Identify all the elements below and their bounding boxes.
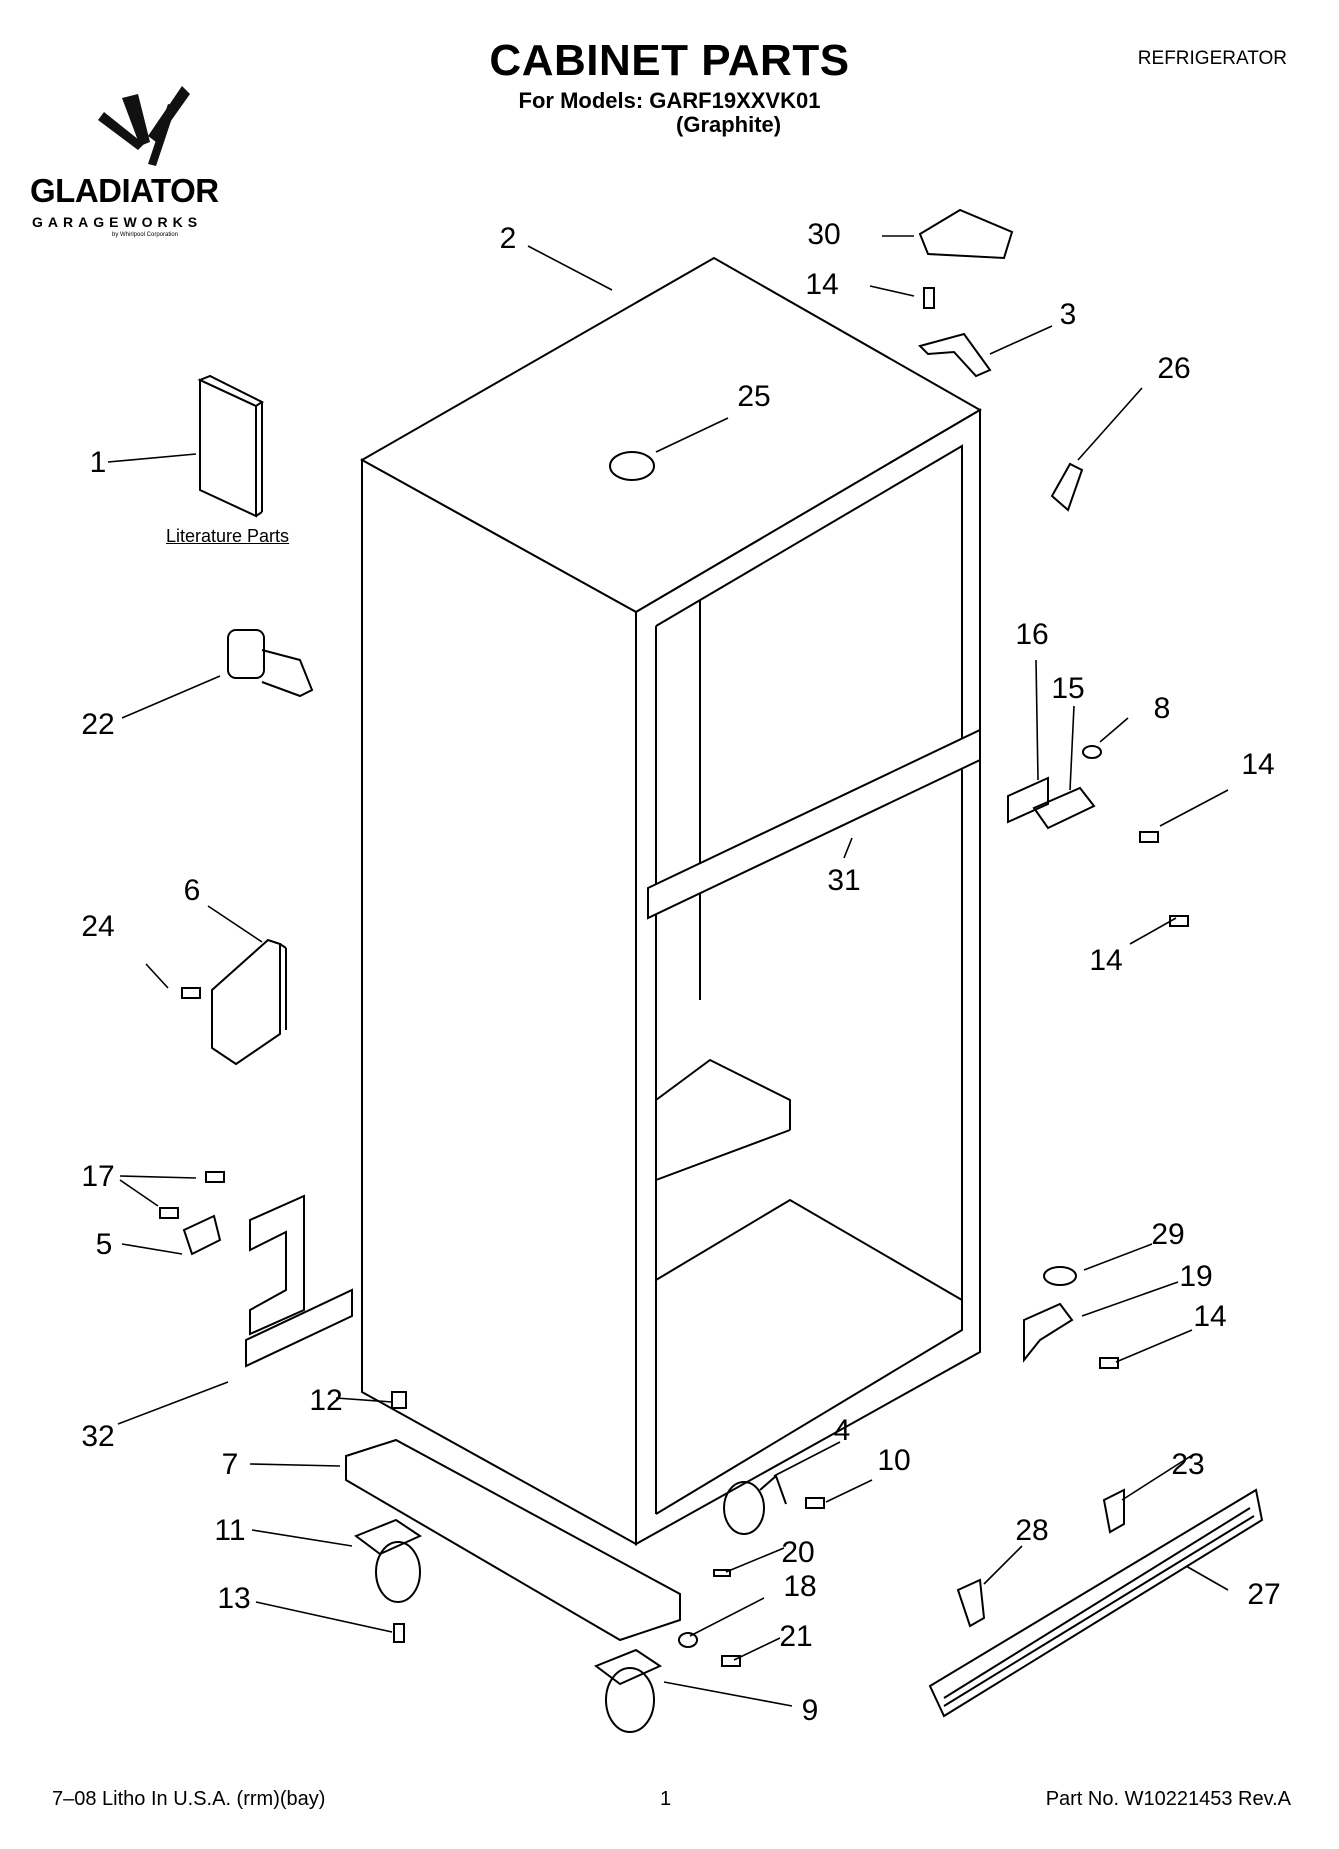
part-32-hinge: [245, 1194, 353, 1368]
callout-1: 1: [90, 446, 107, 479]
part-23-clip: [1102, 1488, 1125, 1534]
part-16-plate: [1007, 776, 1049, 824]
part-28-clip: [956, 1578, 986, 1628]
brand-corp: by Whirlpool Corporation: [112, 232, 179, 238]
callout-25: 25: [737, 380, 770, 413]
part-3-hinge: [918, 332, 992, 378]
part-11-caster: [353, 1518, 423, 1603]
callout-17: 17: [81, 1160, 114, 1193]
literature-parts-label: Literature Parts: [166, 526, 290, 546]
callout-18: 18: [783, 1570, 816, 1603]
callout-14c: 14: [1089, 944, 1122, 977]
models-line: For Models: GARF19XXVK01: [518, 88, 821, 113]
callout-3: 3: [1060, 298, 1077, 331]
callout-32: 32: [81, 1420, 114, 1453]
part-5-clip: [182, 1214, 222, 1256]
footer-litho: 7–08 Litho In U.S.A. (rrm)(bay): [52, 1788, 326, 1810]
part-8-washer: [1082, 745, 1102, 759]
callout-29: 29: [1151, 1218, 1184, 1251]
part-27-grille: [928, 1488, 1264, 1718]
callout-6: 6: [184, 874, 201, 907]
callout-24: 24: [81, 910, 114, 943]
part-19-hinge: [1023, 1302, 1074, 1363]
callout-5: 5: [96, 1228, 113, 1261]
callout-4: 4: [834, 1414, 851, 1447]
callout-14d: 14: [1193, 1300, 1226, 1333]
page-title: CABINET PARTS: [489, 36, 850, 85]
callout-26: 26: [1157, 352, 1190, 385]
callout-19: 19: [1179, 1260, 1212, 1293]
part-29-washer: [1043, 1266, 1077, 1286]
callout-8: 8: [1154, 692, 1171, 725]
callout-numbers: 1 2 3 4 5 6 7 8 9 10 11 12 13 14 14 14 1…: [81, 218, 1280, 1727]
literature-booklet: [197, 374, 264, 518]
brand-tagline: GARAGEWORKS: [32, 214, 203, 230]
part-9-caster: [593, 1648, 663, 1733]
callout-22: 22: [81, 708, 114, 741]
part-6-cover: [211, 938, 287, 1066]
callout-10: 10: [877, 1444, 910, 1477]
callout-16: 16: [1015, 618, 1048, 651]
leader-lines: [107, 235, 1229, 1707]
callout-27: 27: [1247, 1578, 1280, 1611]
footer-page-number: 1: [660, 1788, 672, 1810]
callout-7: 7: [222, 1448, 239, 1481]
brand-name: GLADIATOR: [30, 172, 219, 209]
part-7-rail: [345, 1438, 681, 1642]
footer-part-number: Part No. W10221453 Rev.A: [1045, 1788, 1291, 1810]
callout-23: 23: [1171, 1448, 1204, 1481]
cabinet-shell: [359, 256, 982, 1546]
callout-20: 20: [781, 1536, 814, 1569]
part-4-caster: [723, 1474, 787, 1535]
gladiator-logo-icon: [98, 86, 190, 166]
callout-13: 13: [217, 1582, 250, 1615]
category-label: REFRIGERATOR: [1137, 48, 1287, 69]
callout-9: 9: [802, 1694, 819, 1727]
callout-12: 12: [309, 1384, 342, 1417]
callout-11: 11: [214, 1514, 245, 1547]
color-line: (Graphite): [676, 112, 782, 137]
part-25-plug: [609, 451, 655, 481]
part-15-hinge: [1032, 786, 1096, 830]
callout-31: 31: [827, 864, 860, 897]
callout-21: 21: [779, 1620, 812, 1653]
callout-14a: 14: [805, 268, 838, 301]
part-30-cap: [918, 208, 1014, 260]
callout-28: 28: [1015, 1514, 1048, 1547]
part-22-bracket: [227, 629, 314, 698]
part-26-cover: [1050, 462, 1084, 512]
callout-14b: 14: [1241, 748, 1274, 781]
callout-2: 2: [500, 222, 517, 255]
callout-15: 15: [1051, 672, 1084, 705]
callout-30: 30: [807, 218, 840, 251]
